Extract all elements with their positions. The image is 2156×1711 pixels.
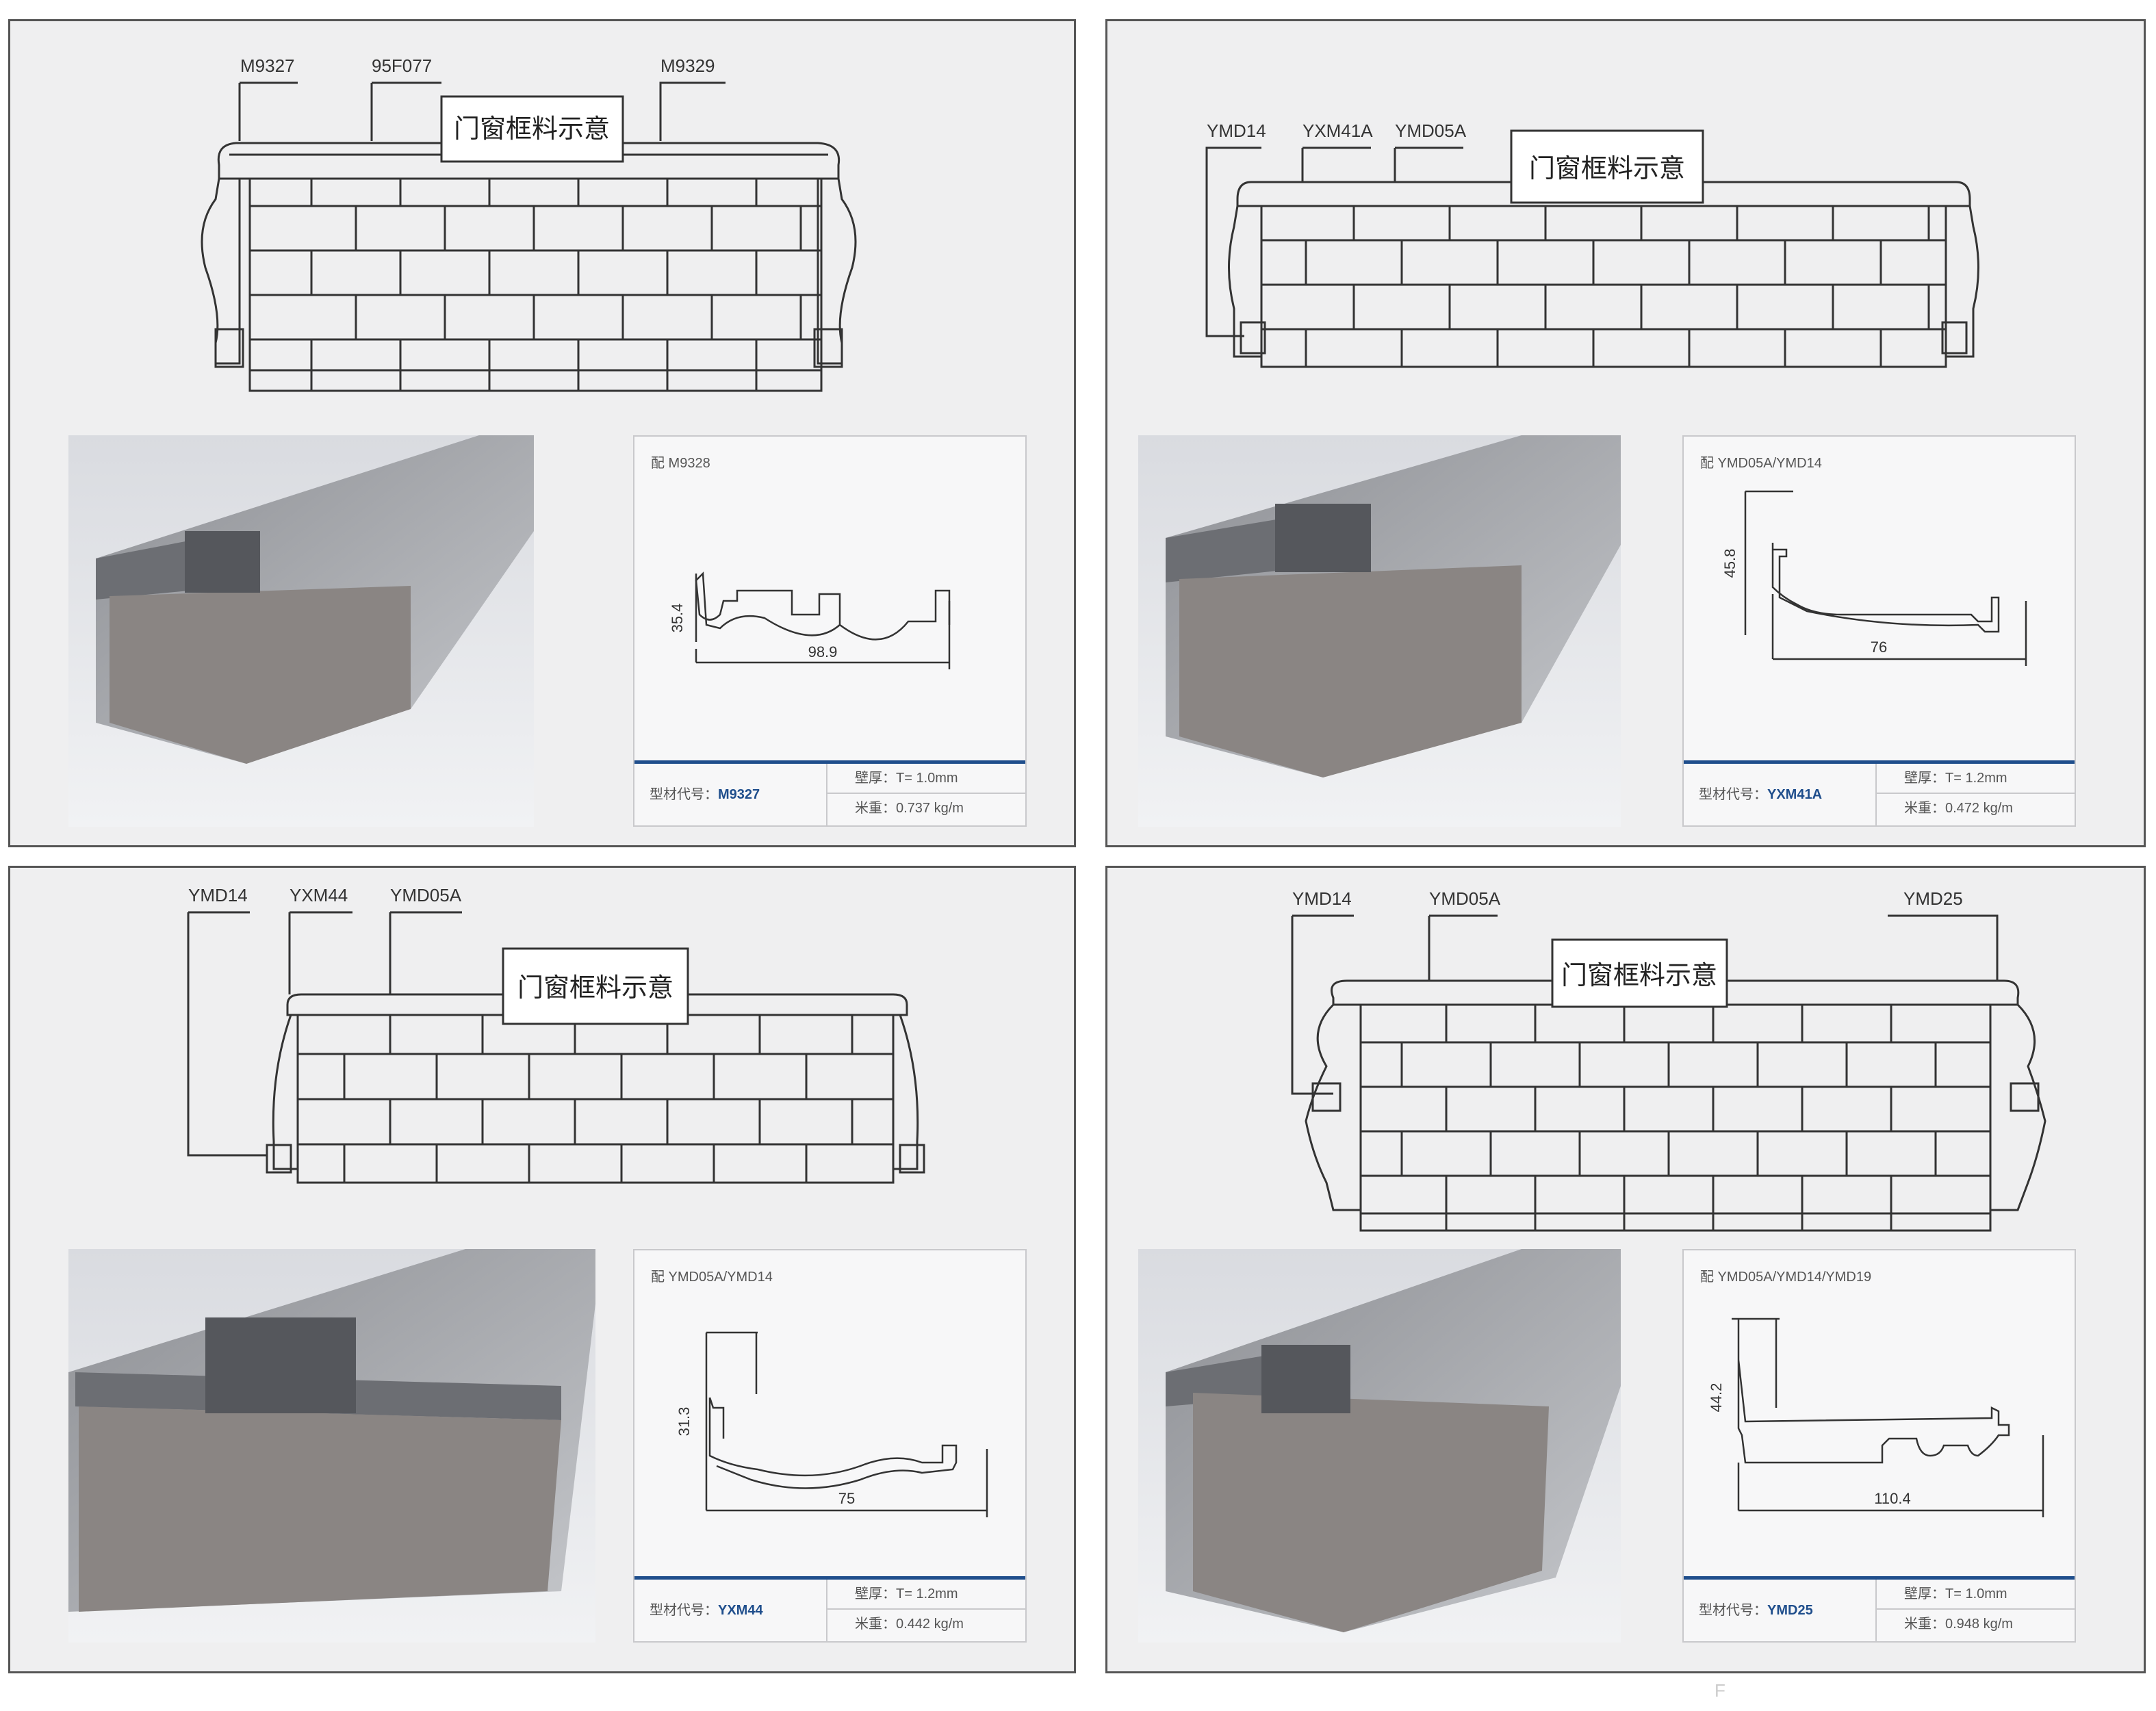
callout-label: YMD14	[1207, 120, 1266, 141]
schematic-label: 门窗框料示意	[517, 973, 673, 1003]
spec-table: 壁厚：T= 1.2mm 米重：0.472 kg/m	[1875, 764, 2075, 825]
matching-profiles: 配 YMD05A/YMD14	[1700, 456, 1822, 471]
callout-label: YMD05A	[1395, 120, 1467, 141]
callout-label: YMD14	[188, 885, 248, 905]
profile-render-image	[1138, 1249, 1621, 1643]
dimension-height: 31.3	[676, 1407, 693, 1437]
spec-band: 型材代号：YXM44 壁厚：T= 1.2mm 米重：0.442 kg/m	[634, 1576, 1025, 1641]
callout-label: YMD14	[1292, 888, 1352, 909]
callout-label: YMD05A	[390, 885, 462, 905]
matching-profiles: 配 YMD05A/YMD14	[651, 1270, 773, 1285]
dimension-width: 76	[1871, 639, 1887, 656]
profile-section-drawing: 44.2 110.4	[1708, 1317, 2044, 1517]
profile-spec-card: 配 M9328 35.4 98.9 型材代号：M9327 壁厚：T= 1.0mm…	[633, 435, 1027, 827]
profile-panel-m9327: 门窗框料示意 M9327 95F077 M9329 配 M9328	[8, 19, 1076, 847]
meter-weight: 米重：0.442 kg/m	[827, 1608, 1025, 1637]
dimension-width: 110.4	[1874, 1490, 1910, 1507]
profile-code: 型材代号：YXM41A	[1699, 787, 1823, 802]
profile-section-drawing: 31.3 75	[676, 1331, 988, 1517]
profile-section-drawing: 45.8 76	[1721, 490, 2027, 666]
profile-spec-card: 配 YMD05A/YMD14 45.8 76 型材代号：YXM41A 壁厚：T=…	[1682, 435, 2076, 827]
callout-label: YXM44	[290, 885, 348, 905]
matching-profiles: 配 M9328	[651, 456, 710, 471]
frame-schematic: 门窗框料示意	[1291, 914, 2046, 1232]
wall-thickness: 壁厚：T= 1.0mm	[1904, 1586, 2007, 1601]
wall-thickness: 壁厚：T= 1.2mm	[855, 1586, 958, 1601]
callout-label: YXM41A	[1302, 120, 1373, 141]
schematic-label: 门窗框料示意	[1529, 153, 1685, 183]
profile-render-image	[68, 1249, 595, 1643]
profile-spec-card: 配 YMD05A/YMD14/YMD19 44.2 110.4 型材代号：YMD…	[1682, 1249, 2076, 1643]
matching-profiles: 配 YMD05A/YMD14/YMD19	[1700, 1270, 1872, 1285]
profile-panel-ymd25: 门窗框料示意 YMD14 YMD05A YMD25 配 YMD05A/YMD14…	[1105, 866, 2146, 1673]
profile-panel-yxm44: 门窗框料示意 YMD14 YXM44 YMD05A 配 YMD05A/YMD14	[8, 866, 1076, 1673]
profile-code: 型材代号：M9327	[650, 787, 760, 802]
frame-schematic: 门窗框料示意	[187, 911, 925, 1184]
schematic-label: 门窗框料示意	[1561, 960, 1717, 990]
dimension-width: 75	[838, 1490, 855, 1507]
frame-schematic: 门窗框料示意	[201, 81, 857, 392]
footer-mark: F	[1715, 1680, 1725, 1701]
spec-table: 壁厚：T= 1.0mm 米重：0.737 kg/m	[826, 764, 1025, 825]
dimension-width: 98.9	[808, 643, 838, 660]
wall-thickness: 壁厚：T= 1.2mm	[1904, 771, 2007, 786]
spec-band: 型材代号：YXM41A 壁厚：T= 1.2mm 米重：0.472 kg/m	[1684, 760, 2075, 825]
wall-thickness: 壁厚：T= 1.0mm	[855, 771, 958, 786]
callout-label: 95F077	[372, 55, 433, 76]
spec-table: 壁厚：T= 1.2mm 米重：0.442 kg/m	[826, 1580, 1025, 1641]
callout-label: M9329	[660, 55, 715, 76]
profile-spec-card: 配 YMD05A/YMD14 31.3 75 型材代号：YXM44 壁厚：T= …	[633, 1249, 1027, 1643]
profile-panel-yxm41a: 门窗框料示意 YMD14 YXM41A YMD05A 配 YMD05A/YMD1…	[1105, 19, 2146, 847]
profile-code: 型材代号：YXM44	[650, 1603, 763, 1618]
dimension-height: 45.8	[1721, 549, 1738, 578]
schematic-label: 门窗框料示意	[454, 114, 610, 144]
callout-label: YMD25	[1903, 888, 1963, 909]
meter-weight: 米重：0.948 kg/m	[1877, 1608, 2075, 1637]
meter-weight: 米重：0.472 kg/m	[1877, 793, 2075, 821]
meter-weight: 米重：0.737 kg/m	[827, 793, 1025, 821]
dimension-height: 44.2	[1708, 1383, 1725, 1413]
dimension-height: 35.4	[669, 604, 686, 633]
spec-band: 型材代号：M9327 壁厚：T= 1.0mm 米重：0.737 kg/m	[634, 760, 1025, 825]
callout-label: YMD05A	[1429, 888, 1501, 909]
profile-code: 型材代号：YMD25	[1699, 1603, 1813, 1618]
profile-render-image	[68, 435, 534, 827]
profile-section-drawing: 35.4 98.9	[669, 571, 951, 669]
callout-label: M9327	[240, 55, 295, 76]
frame-schematic: 门窗框料示意	[1205, 129, 1979, 368]
spec-table: 壁厚：T= 1.0mm 米重：0.948 kg/m	[1875, 1580, 2075, 1641]
spec-band: 型材代号：YMD25 壁厚：T= 1.0mm 米重：0.948 kg/m	[1684, 1576, 2075, 1641]
profile-render-image	[1138, 435, 1621, 827]
